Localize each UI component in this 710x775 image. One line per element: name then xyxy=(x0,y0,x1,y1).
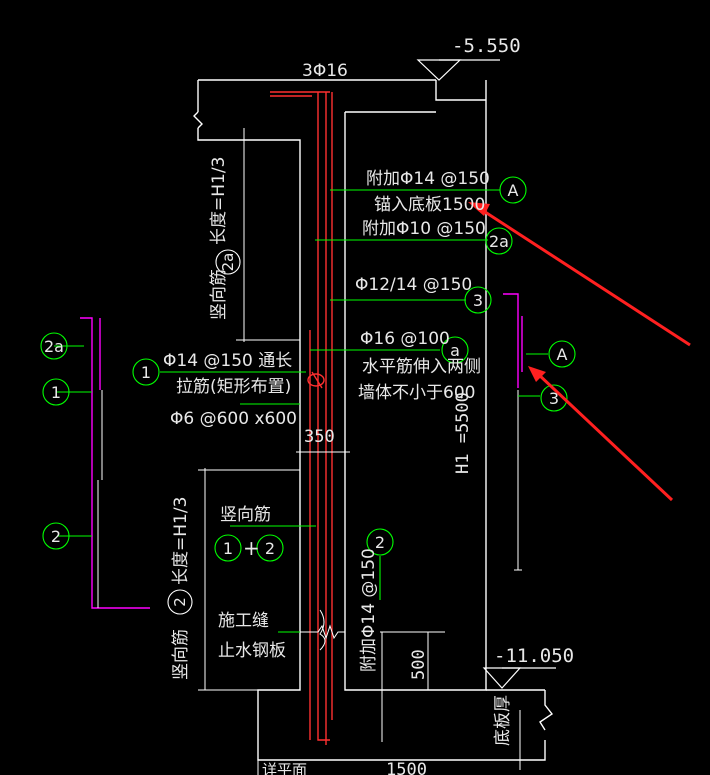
marker-A-side-circle xyxy=(548,340,576,368)
marker-A-side: A xyxy=(557,345,568,364)
note-additional-a2: 附加Φ10 @150 xyxy=(362,219,486,239)
elevation-bottom-marker xyxy=(482,667,556,689)
note-a-line1: Φ16 @100 xyxy=(360,329,450,349)
marker-plus-2: 2 xyxy=(265,539,275,558)
marker-2-left: 2 xyxy=(51,527,61,546)
marker-2-vert2: 2 xyxy=(171,597,189,607)
marker-3-side-circle xyxy=(540,384,568,412)
marker-1-left: 1 xyxy=(51,383,61,402)
marker-plus-1-circle xyxy=(214,534,242,562)
slab-label: 底板厚 xyxy=(493,695,513,746)
vertical-2-label: 竖向筋 xyxy=(171,629,191,680)
note-1-line1: Φ14 @150 通长 xyxy=(163,351,292,371)
joint-line2: 止水钢板 xyxy=(218,641,286,661)
top-bar-label: 3Φ16 xyxy=(302,61,348,81)
marker-circles xyxy=(40,176,576,562)
marker-1-circle xyxy=(132,358,160,386)
dim-wall-thickness: 350 xyxy=(304,427,335,447)
note-1-line3: Φ6 @600 x600 xyxy=(170,409,297,429)
dim-width: 1500 xyxy=(386,760,427,775)
section-label: 详平面 xyxy=(262,761,307,775)
note-additional-a1-line1: 附加Φ14 @150 xyxy=(366,169,490,189)
note-additional-a1-line2: 锚入底板1500 xyxy=(374,195,485,215)
marker-2a-top: 2a xyxy=(489,232,509,251)
vertical-2a-length: 长度=H1/3 xyxy=(209,157,229,245)
marker-2a-vert: 2a xyxy=(219,253,237,272)
add-2-label: 附加Φ14 @150 xyxy=(359,548,379,672)
marker-A: A xyxy=(508,181,519,200)
marker-2a-top-circle xyxy=(485,227,513,255)
marker-2a-left-circle xyxy=(40,332,68,360)
marker-2a-left: 2a xyxy=(44,337,64,356)
note-a-line3: 墙体不小于600 xyxy=(358,383,475,403)
leader-lines xyxy=(54,189,548,633)
joint-line1: 施工缝 xyxy=(218,611,269,631)
elevation-bottom-label: -11.050 xyxy=(494,645,574,667)
marker-3-side: 3 xyxy=(549,389,559,408)
dim-h1: H1 =5500 xyxy=(453,392,473,474)
plus-sign: + xyxy=(243,536,260,560)
note-3: Φ12/14 @150 xyxy=(355,275,472,295)
dim-slab-height: 500 xyxy=(409,649,429,680)
note-1-line2: 拉筋(矩形布置) xyxy=(176,377,291,397)
marker-A-circle xyxy=(499,176,527,204)
marker-2a-vert-circle xyxy=(215,249,241,275)
vertical-bar-brackets xyxy=(80,293,523,609)
marker-1-left-circle xyxy=(42,378,70,406)
marker-2-vert-circle xyxy=(366,528,394,556)
marker-1: 1 xyxy=(141,363,151,382)
note-a-line2: 水平筋伸入两侧 xyxy=(362,357,481,377)
vertical-main-label: 竖向筋 xyxy=(220,505,271,525)
highlight-arrowheads xyxy=(468,202,546,382)
rebar-lines xyxy=(270,91,333,745)
highlight-arrows xyxy=(481,208,691,502)
elevation-top-marker xyxy=(416,59,500,81)
marker-a-circle xyxy=(441,336,469,364)
marker-plus-2-circle xyxy=(256,534,284,562)
marker-3-circle xyxy=(464,286,492,314)
marker-2-left-circle xyxy=(42,522,70,550)
vertical-2-length: 长度=H1/3 xyxy=(171,497,191,585)
elevation-top-label: -5.550 xyxy=(452,35,521,57)
marker-3: 3 xyxy=(473,291,483,310)
marker-a: a xyxy=(450,341,460,360)
dimension-lines xyxy=(97,128,522,775)
marker-2-vert2-circle xyxy=(167,589,193,615)
marker-circles-vertical xyxy=(167,249,241,615)
marker-2-vertical: 2 xyxy=(375,533,385,552)
vertical-2a-label: 竖向筋 xyxy=(209,269,229,320)
marker-plus-1: 1 xyxy=(223,539,233,558)
